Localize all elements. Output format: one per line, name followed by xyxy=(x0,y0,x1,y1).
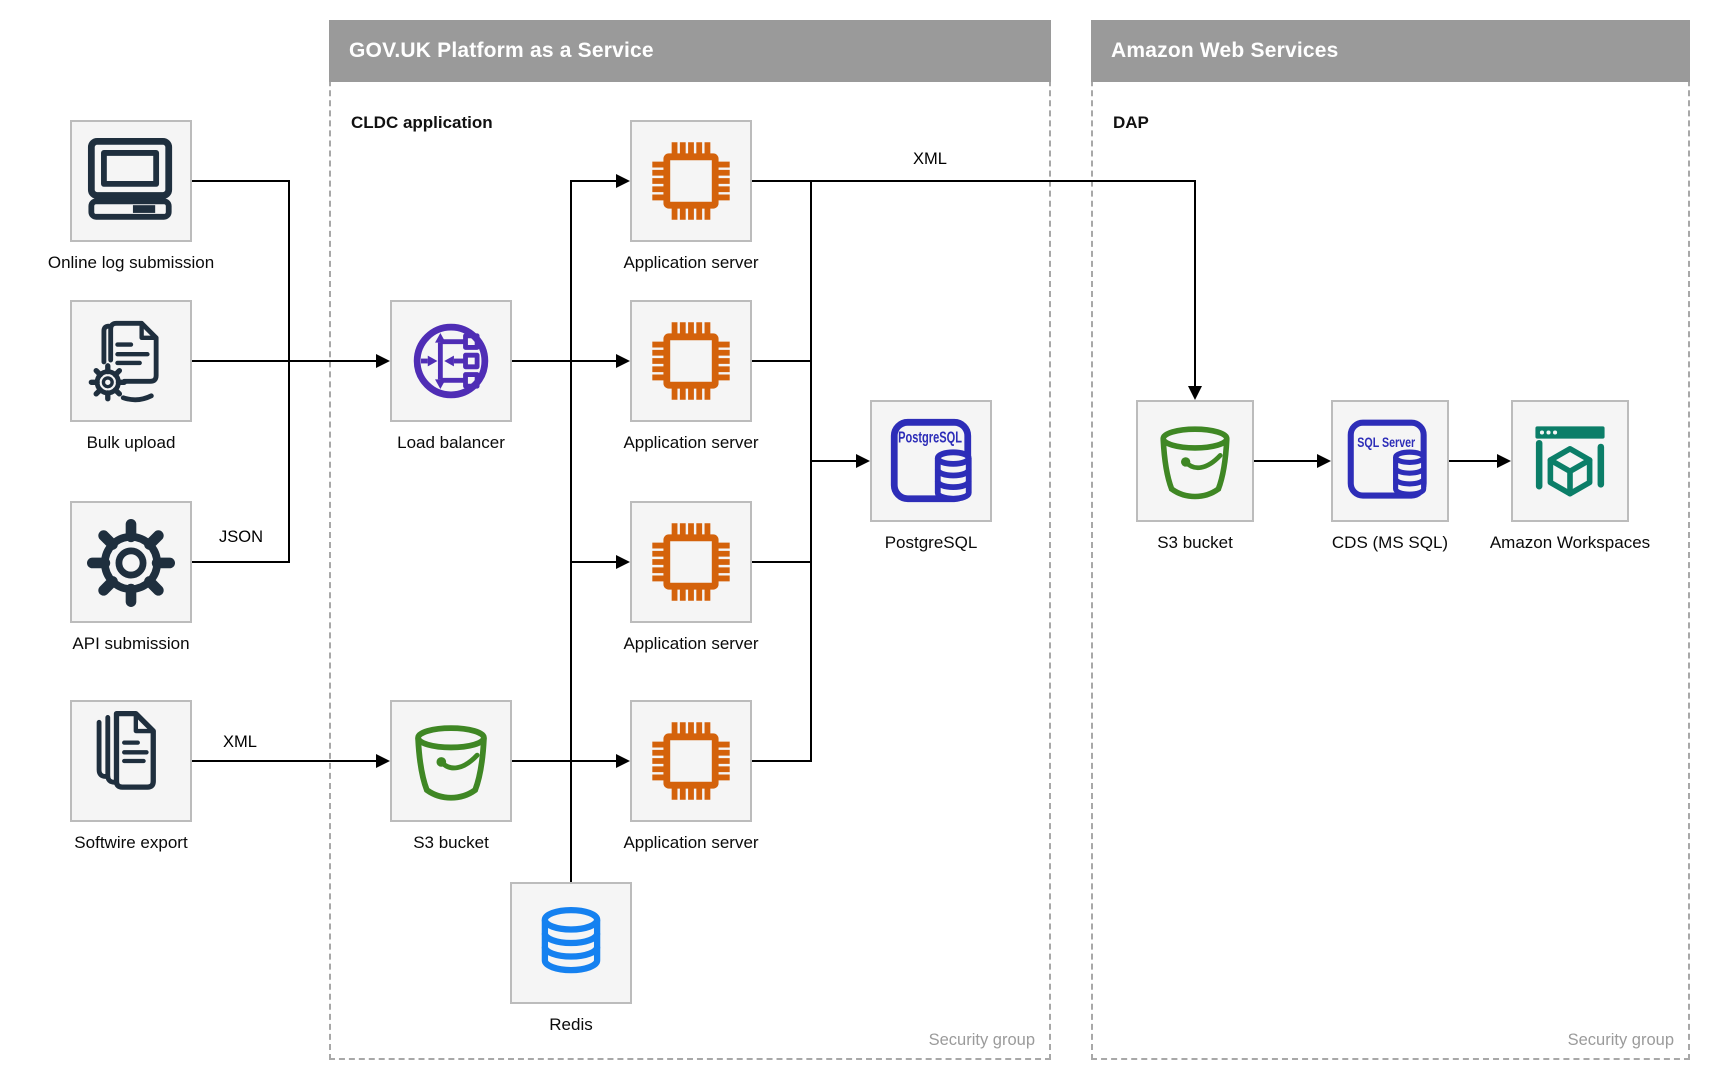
sql-server-logo-text: SQL Server xyxy=(1357,434,1415,450)
node-label: Redis xyxy=(549,1015,593,1034)
gear-icon xyxy=(86,518,176,607)
group-govuk-sublabel: CLDC application xyxy=(351,113,493,132)
node-label: S3 bucket xyxy=(1157,533,1233,552)
edge-onlinelog-junction xyxy=(192,180,289,182)
edge-cds-workspaces xyxy=(1449,460,1497,462)
arrowhead xyxy=(1188,386,1202,400)
edge-appserver3-out xyxy=(752,561,812,563)
node-app-server-2 xyxy=(630,300,752,422)
node-cds-ms-sql: SQL Server xyxy=(1331,400,1449,522)
computer-icon xyxy=(87,137,173,220)
arrowhead xyxy=(376,354,390,368)
security-group-label: Security group xyxy=(1567,1031,1674,1049)
postgresql-logo-text: PostgreSQL xyxy=(898,430,962,447)
document-stack-icon xyxy=(96,710,156,790)
node-s3-bucket-aws xyxy=(1136,400,1254,522)
node-label: API submission xyxy=(72,634,190,653)
node-label: Application server xyxy=(623,253,759,272)
node-label: Application server xyxy=(623,433,759,452)
edge-label-json: JSON xyxy=(218,528,263,546)
node-app-server-1 xyxy=(630,120,752,242)
group-aws: Amazon Web Services DAP Security group xyxy=(1091,20,1690,1060)
node-label: S3 bucket xyxy=(413,833,489,852)
arrowhead xyxy=(376,754,390,768)
postgresql-icon: PostgreSQL xyxy=(890,418,972,503)
node-label: CDS (MS SQL) xyxy=(1331,533,1449,552)
edge-appserver2-out xyxy=(752,360,812,362)
security-group-label: Security group xyxy=(928,1031,1035,1049)
node-amazon-workspaces xyxy=(1511,400,1629,522)
bucket-icon xyxy=(415,725,487,801)
node-api-submission xyxy=(70,501,192,623)
node-app-server-3 xyxy=(630,501,752,623)
edge-fanout-vertical xyxy=(570,180,572,884)
edge-appserver4-out xyxy=(752,760,812,762)
node-label: Application server xyxy=(623,833,759,852)
group-govuk-header: GOV.UK Platform as a Service xyxy=(329,20,1051,82)
edge-xml-down xyxy=(1194,180,1196,386)
edge-lb-appserver2 xyxy=(512,360,616,362)
chip-icon xyxy=(652,322,730,400)
edge-collect-vertical xyxy=(810,180,812,762)
chip-icon xyxy=(652,523,730,601)
node-s3-bucket-paas xyxy=(390,700,512,822)
edge-label-xml: XML xyxy=(223,733,257,751)
node-postgresql: PostgreSQL xyxy=(870,400,992,522)
node-app-server-4 xyxy=(630,700,752,822)
chip-icon xyxy=(652,142,730,220)
node-label: Online log submission xyxy=(47,253,215,272)
workspaces-icon xyxy=(1535,426,1605,497)
edge-api-junction xyxy=(192,561,289,563)
sql-server-icon: SQL Server xyxy=(1347,419,1427,499)
document-gear-icon xyxy=(88,320,159,403)
arrowhead xyxy=(616,555,630,569)
edge-to-appserver1 xyxy=(570,180,616,182)
node-label: Load balancer xyxy=(397,433,505,452)
chip-icon xyxy=(652,722,730,800)
bucket-icon xyxy=(1160,426,1230,500)
node-softwire-export xyxy=(70,700,192,822)
group-govuk-paas: GOV.UK Platform as a Service CLDC applic… xyxy=(329,20,1051,1060)
edge-label-xml: XML xyxy=(913,150,947,168)
group-aws-sublabel: DAP xyxy=(1113,113,1149,132)
node-load-balancer xyxy=(390,300,512,422)
load-balancer-icon xyxy=(413,323,489,399)
arrowhead xyxy=(1497,454,1511,468)
node-label: Amazon Workspaces xyxy=(1489,533,1651,552)
edge-to-appserver3 xyxy=(570,561,616,563)
edge-bulk-loadbalancer xyxy=(192,360,376,362)
edge-appservers-to-dap xyxy=(752,180,1196,182)
edge-softwire-s3 xyxy=(192,760,376,762)
edge-s3-appserver4 xyxy=(512,760,616,762)
group-aws-header: Amazon Web Services xyxy=(1091,20,1690,82)
edge-sources-vertical xyxy=(288,180,290,563)
arrowhead xyxy=(856,454,870,468)
arrowhead xyxy=(1317,454,1331,468)
node-bulk-upload xyxy=(70,300,192,422)
database-icon xyxy=(541,906,601,974)
node-redis xyxy=(510,882,632,1004)
node-label: Softwire export xyxy=(74,833,188,852)
arrowhead xyxy=(616,354,630,368)
edge-s3aws-cds xyxy=(1254,460,1317,462)
arrowhead xyxy=(616,754,630,768)
edge-to-postgresql xyxy=(810,460,856,462)
node-online-log-submission xyxy=(70,120,192,242)
arrowhead xyxy=(616,174,630,188)
node-label: Bulk upload xyxy=(86,433,176,452)
node-label: Application server xyxy=(623,634,759,653)
node-label: PostgreSQL xyxy=(884,533,978,552)
